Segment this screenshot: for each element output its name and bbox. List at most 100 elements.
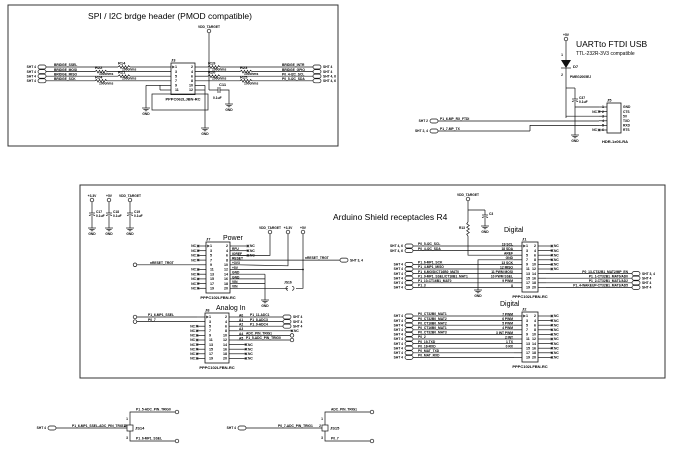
sheet-reference: SHT 4 [293, 324, 303, 328]
resistor-ref: R13 [459, 226, 465, 230]
capacitor-ref: C11 [219, 82, 227, 87]
pin-number: 3 [526, 319, 528, 323]
pin-number: 20 [532, 286, 536, 290]
off-page-connector [429, 118, 439, 124]
no-connect-mark [196, 249, 200, 253]
resistor-ref: R19 [208, 61, 216, 66]
ground-label: GND [225, 108, 233, 112]
pin-signal: 3 INT PWM [496, 331, 513, 335]
resistor-R25 [239, 78, 253, 83]
ref-designator: J3 [171, 58, 176, 63]
net-label: ADC_PIN_TRIG1 [331, 408, 357, 412]
net-label: BRIDGE_GPIO [282, 68, 305, 72]
supply-port [127, 197, 133, 203]
jumper-ref: JS16 [284, 280, 292, 284]
sheet-reference: SHT 4 [37, 426, 47, 430]
nc-label: NC [554, 323, 559, 327]
no-connect-mark [550, 332, 554, 336]
off-page-connector [404, 243, 414, 249]
pin-number: 6 [534, 323, 536, 327]
pin-number: 4 [225, 320, 227, 324]
net-label: P1_9-ADC4 [250, 322, 268, 326]
pin-number: 13 [526, 342, 530, 346]
pin-number: 5 [526, 253, 528, 257]
pin-number: 18 [223, 352, 227, 356]
pin-number: 13 [210, 272, 214, 276]
pin-signal: VIN [232, 280, 238, 284]
connector-J5 [606, 102, 622, 134]
net-label: P1_10-CT16B1_MAT0 [418, 279, 452, 283]
off-page-connector [404, 266, 414, 272]
off-page-connector [404, 355, 414, 360]
sheet-reference: SHT 4 [394, 351, 404, 355]
supply-port [267, 229, 273, 235]
resistor-R20 [207, 74, 221, 79]
pin-number: 15 [210, 277, 214, 281]
sheet-reference: SHT 4 [394, 356, 404, 360]
resistor-R21 [117, 74, 131, 79]
no-connect-mark [550, 253, 554, 257]
no-connect-mark [550, 351, 554, 355]
pin-signal: 7 PWM [502, 312, 513, 316]
pin-number: 4 [534, 319, 536, 323]
pin-number: 17 [209, 352, 213, 356]
off-page-connector [404, 318, 414, 323]
nc-label: NC [250, 244, 255, 248]
off-page-connector [404, 350, 414, 356]
jumper-pin: 2 [124, 424, 126, 428]
pin-number: 5 [209, 324, 211, 328]
reset-port [132, 262, 138, 267]
power-label: +5V [300, 226, 307, 230]
sheet-reference: SHT 4 [394, 263, 404, 267]
off-page-connector [404, 280, 414, 286]
net-label: P1_3 [418, 284, 426, 288]
jumper-JS15 [321, 424, 329, 432]
pin-number: 10 [223, 334, 227, 338]
no-connect-mark [550, 258, 554, 262]
vdd-target-port [206, 28, 212, 34]
pin-signal: 18 SDA [501, 247, 513, 251]
no-connect-mark [196, 258, 200, 262]
pin-number: 11 [526, 337, 530, 341]
net-label: P0_4-I2C_SCL [282, 72, 304, 76]
capacitor-value: 0.1uF [213, 96, 222, 100]
net-label: P0_5-I2C_SDA [282, 77, 305, 81]
uart-section-subtitle: TTL-232R-3V3 compatible [576, 51, 635, 57]
no-connect-mark [196, 253, 200, 257]
pin-signal: RXD [623, 124, 631, 128]
nc-label: NC [554, 356, 559, 360]
pin-number: 2 [226, 244, 228, 248]
sheet-reference: SHT 4 [394, 328, 404, 332]
nc-label: NC [191, 249, 196, 253]
connector-J2 [521, 311, 539, 363]
net-label: nRESET_TRGT [150, 261, 174, 265]
wire [529, 125, 599, 131]
sheet-reference: SHT 4 [323, 70, 333, 74]
power-label: +3.3V [88, 194, 98, 198]
nc-label: NC [191, 268, 196, 272]
net-label: P1_11-ADC1 [250, 313, 270, 317]
off-page-connector [404, 248, 414, 253]
nc-label: NC [248, 347, 253, 351]
pin-number: 20 [223, 357, 227, 361]
sheet-reference: SHT 4 [27, 70, 37, 74]
uart-section-title: UARTto FTDI USB [576, 39, 647, 49]
ground-label: GND [474, 294, 482, 298]
sheet-reference: SHT 2, 4 [415, 129, 428, 133]
no-connect-mark [244, 356, 248, 360]
no-connect-mark [290, 329, 294, 333]
pin-signal: +5V [232, 266, 239, 270]
off-page-connector [631, 285, 641, 290]
pin-number: 6 [225, 324, 227, 328]
nc-label: NC [554, 351, 559, 355]
net-label: P0_MAT_TXD [418, 349, 440, 353]
net-label: P0_7 [331, 437, 339, 441]
pin-number: 7 [175, 79, 177, 83]
pin-number: 15 [526, 346, 530, 350]
off-page-connector [404, 327, 414, 333]
nc-label: NC [191, 244, 196, 248]
pin-signal: TXD [623, 119, 630, 123]
no-connect-mark [597, 110, 601, 114]
net-label: P0_7 [148, 318, 156, 322]
nc-label: NC [554, 267, 559, 271]
